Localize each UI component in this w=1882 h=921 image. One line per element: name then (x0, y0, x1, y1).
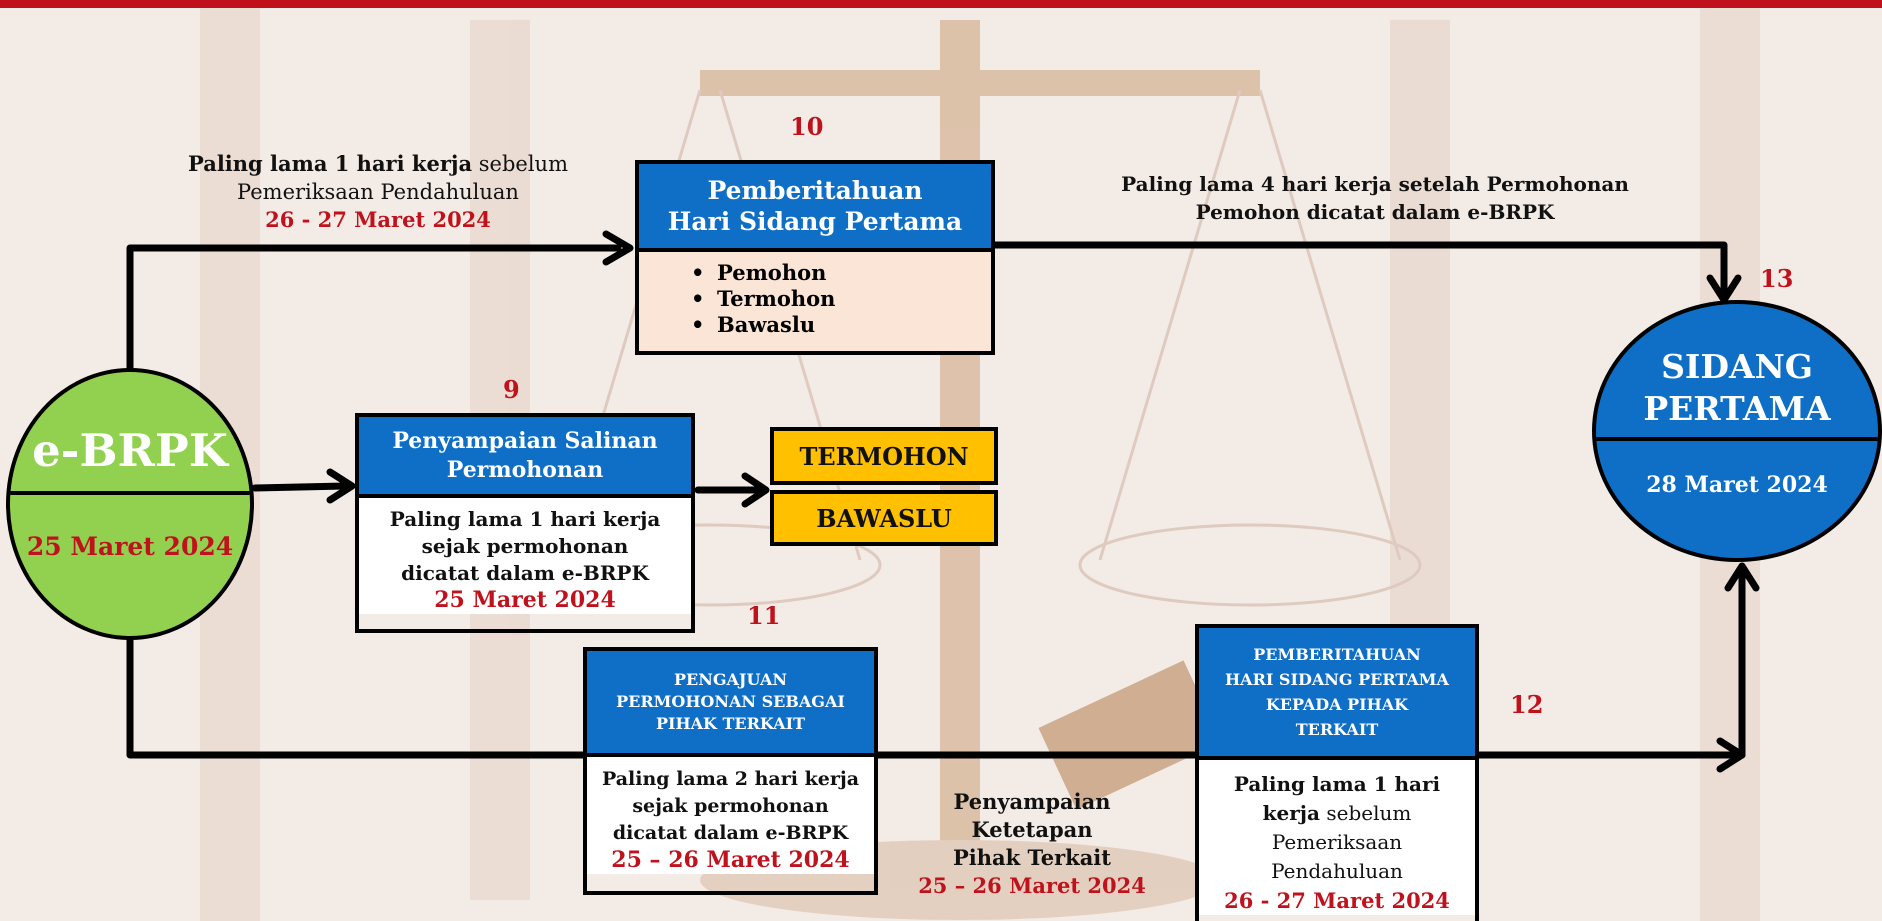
box-related-party-application: PENGAJUAN PERMOHONAN SEBAGAI PIHAK TERKA… (583, 647, 878, 895)
box-title-line1: Penyampaian Salinan (392, 427, 658, 454)
ebrpk-divider (10, 491, 250, 495)
box-divider (587, 753, 874, 757)
list-item: Bawaslu (717, 312, 991, 338)
box-date: 25 Maret 2024 (434, 587, 616, 613)
list-item: Pemohon (717, 260, 991, 286)
box-body: Pemohon Termohon Bawaslu (639, 252, 991, 351)
box-body: Paling lama 1 hari kerja sebelum Pemerik… (1199, 760, 1475, 915)
box-body-line4: Pendahuluan (1271, 859, 1403, 883)
step-number-11: 11 (747, 601, 781, 630)
box-body-line3: dicatat dalam e-BRPK (612, 822, 849, 844)
step-number-13: 13 (1760, 264, 1794, 293)
step-number-12: 12 (1510, 690, 1544, 719)
list-item: Termohon (717, 286, 991, 312)
box-body-line1: Paling lama 1 hari (1233, 772, 1441, 796)
box-title-line2: Permohonan (446, 456, 604, 483)
box-date: 26 - 27 Maret 2024 (1224, 888, 1450, 913)
box-title-line1: PEMBERITAHUAN (1253, 645, 1421, 664)
note-related-party-decision: Penyampaian Ketetapan Pihak Terkait 25 –… (892, 788, 1172, 900)
box-body-line2: sejak permohonan (421, 534, 629, 558)
hearing-title-line2: PERTAMA (1643, 389, 1831, 428)
box-notification-first-hearing: Pemberitahuan Hari Sidang Pertama Pemoho… (635, 160, 995, 355)
box-divider (359, 494, 691, 498)
hearing-title-line1: SIDANG (1661, 347, 1813, 386)
box-body-line3: dicatat dalam e-BRPK (401, 561, 649, 585)
recipient-list: Pemohon Termohon Bawaslu (639, 252, 991, 338)
note-line2: Pihak Terkait (953, 845, 1111, 870)
box-header: Penyampaian Salinan Permohonan (359, 417, 691, 494)
note-date: 26 - 27 Maret 2024 (265, 207, 491, 232)
box-title-line2: PERMOHONAN SEBAGAI (616, 692, 845, 711)
box-title-line2: HARI SIDANG PERTAMA (1225, 670, 1449, 689)
note-bold-text: Paling lama 1 hari kerja (187, 151, 473, 176)
box-body: Paling lama 1 hari kerja sejak permohona… (359, 498, 691, 614)
box-header: Pemberitahuan Hari Sidang Pertama (639, 164, 991, 248)
box-title-line3: KEPADA PIHAK (1265, 695, 1409, 714)
top-red-bar (0, 0, 1882, 8)
box-title-line2: Hari Sidang Pertama (667, 207, 963, 236)
box-title-line4: TERKAIT (1295, 720, 1379, 739)
box-body-text: sebelum (1319, 801, 1412, 825)
note-before-preliminary-exam: Paling lama 1 hari kerja sebelum Pemerik… (178, 150, 578, 234)
recipient-bawaslu: BAWASLU (770, 490, 998, 546)
box-body-bold: kerja (1262, 801, 1320, 825)
note-line1: Penyampaian Ketetapan (953, 789, 1111, 842)
step-number-10: 10 (790, 112, 824, 141)
box-notification-related-party: PEMBERITAHUAN HARI SIDANG PERTAMA KEPADA… (1195, 624, 1479, 921)
recipient-termohon: TERMOHON (770, 427, 998, 485)
box-divider (1199, 756, 1475, 760)
box-copy-delivery: Penyampaian Salinan Permohonan Paling la… (355, 413, 695, 633)
note-line1: Paling lama 4 hari kerja setelah Permoho… (1121, 172, 1629, 196)
ebrpk-title: e-BRPK (32, 424, 228, 477)
note-text-line2: Pemeriksaan Pendahuluan (237, 180, 519, 204)
box-body: Paling lama 2 hari kerja sejak permohona… (587, 757, 874, 874)
note-date: 25 – 26 Maret 2024 (918, 873, 1146, 898)
box-header: PENGAJUAN PERMOHONAN SEBAGAI PIHAK TERKA… (587, 651, 874, 753)
note-after-registration: Paling lama 4 hari kerja setelah Permoho… (1110, 170, 1640, 226)
box-body-line2: sejak permohonan (632, 795, 829, 817)
hearing-divider (1596, 437, 1878, 441)
box-body-line1: Paling lama 1 hari kerja (389, 507, 661, 531)
box-header: PEMBERITAHUAN HARI SIDANG PERTAMA KEPADA… (1199, 628, 1475, 756)
box-title-line1: PENGAJUAN (674, 670, 787, 689)
box-title-line3: PIHAK TERKAIT (656, 714, 805, 733)
box-date: 25 – 26 Maret 2024 (611, 847, 850, 873)
box-divider (639, 248, 991, 252)
box-body-line3: Pemeriksaan (1271, 830, 1403, 854)
box-body-line1: Paling lama 2 hari kerja (601, 768, 860, 790)
box-title-line1: Pemberitahuan (707, 176, 923, 205)
ebrpk-node: e-BRPK 25 Maret 2024 (6, 368, 254, 640)
hearing-date: 28 Maret 2024 (1646, 472, 1828, 498)
note-line2: Pemohon dicatat dalam e-BRPK (1195, 200, 1555, 224)
ebrpk-date: 25 Maret 2024 (26, 532, 234, 561)
note-text: sebelum (472, 152, 568, 176)
first-hearing-node: SIDANG PERTAMA 28 Maret 2024 (1592, 300, 1882, 562)
step-number-9: 9 (503, 375, 520, 404)
